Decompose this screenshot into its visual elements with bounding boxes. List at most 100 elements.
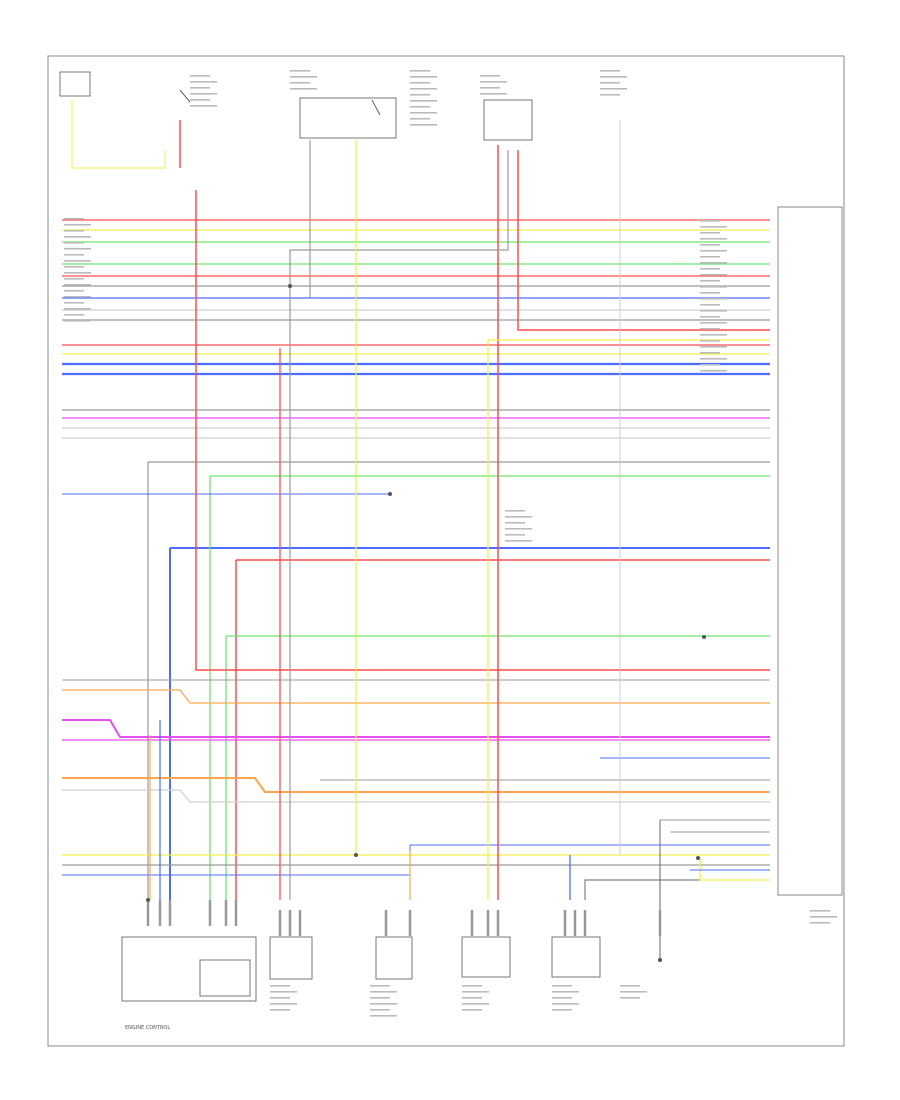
top-relay-box xyxy=(299,97,397,139)
label-mark-ecm-right xyxy=(700,226,727,228)
label-mark-ecm-right xyxy=(700,340,720,342)
switch-stroke xyxy=(179,89,191,103)
label-mark-middle xyxy=(505,510,525,512)
label-mark-left xyxy=(64,236,91,238)
label-mark-middle xyxy=(505,516,532,518)
label-mark-left xyxy=(64,224,91,226)
splice-dot-1 xyxy=(388,492,392,496)
label-mark-bottom-3 xyxy=(370,985,390,987)
label-mark-bottom-6 xyxy=(620,991,647,993)
label-mark-top-relay xyxy=(290,76,317,78)
label-mark-left xyxy=(64,290,84,292)
label-mark-left xyxy=(64,248,91,250)
label-mark-left xyxy=(64,266,84,268)
bottom-component-3 xyxy=(375,936,413,980)
label-mark-switch xyxy=(190,75,210,77)
label-mark-top-right xyxy=(600,88,627,90)
label-mark-left xyxy=(64,302,84,304)
label-mark-sensor xyxy=(480,87,500,89)
label-mark-left xyxy=(64,242,84,244)
label-mark-left xyxy=(64,272,91,274)
label-mark-left xyxy=(64,296,91,298)
diagram-frame xyxy=(47,55,845,1047)
label-mark-ecm-right xyxy=(700,262,727,264)
label-mark-sensor xyxy=(480,75,500,77)
label-mark-left xyxy=(64,254,84,256)
label-mark-left xyxy=(64,260,91,262)
label-mark-bottom-2 xyxy=(270,985,290,987)
label-mark-ecm-right xyxy=(700,364,720,366)
wire-top-yellow xyxy=(71,100,166,169)
wire-dark-880 xyxy=(584,879,770,900)
label-mark-ecm-right xyxy=(700,346,727,348)
label-mark-ecm-caption xyxy=(810,922,830,924)
wire-red-330 xyxy=(517,150,770,331)
label-mark-ecm-right xyxy=(700,310,727,312)
label-mark-top-mid xyxy=(410,94,430,96)
label-mark-bottom-2 xyxy=(270,991,297,993)
label-mark-ecm-right xyxy=(700,256,720,258)
label-mark-top-mid xyxy=(410,82,430,84)
bottom-component-1 xyxy=(121,936,257,1002)
label-mark-ecm-right xyxy=(700,232,720,234)
label-mark-bottom-3 xyxy=(370,1009,390,1011)
label-mark-top-mid xyxy=(410,118,430,120)
label-mark-bottom-2 xyxy=(270,997,290,999)
label-mark-left xyxy=(64,218,84,220)
label-mark-top-right xyxy=(600,82,620,84)
label-mark-ecm-right xyxy=(700,250,727,252)
label-mark-ecm-right xyxy=(700,286,727,288)
wire-blue-845 xyxy=(62,844,770,876)
label-mark-top-right xyxy=(600,70,620,72)
splice-dot-0 xyxy=(354,853,358,857)
label-mark-ecm-right xyxy=(700,220,720,222)
label-mark-switch xyxy=(190,81,217,83)
label-mark-bottom-2 xyxy=(270,1003,297,1005)
wire-group xyxy=(62,89,770,960)
label-mark-ecm-right xyxy=(700,328,720,330)
label-mark-ecm-right xyxy=(700,280,720,282)
splice-dot-2 xyxy=(288,284,292,288)
label-mark-top-mid xyxy=(410,88,437,90)
label-mark-bottom-6 xyxy=(620,985,640,987)
label-mark-sensor xyxy=(480,93,507,95)
label-mark-ecm-right xyxy=(700,292,720,294)
label-mark-top-mid xyxy=(410,70,430,72)
label-mark-top-relay xyxy=(290,88,317,90)
wire-violet-737 xyxy=(62,719,770,738)
component-group xyxy=(59,70,837,1017)
wire-light-802 xyxy=(62,789,770,803)
label-mark-top-mid xyxy=(410,106,430,108)
splice-dot-4 xyxy=(702,635,706,639)
bottom-component-label: ENGINE CONTROL xyxy=(125,1025,171,1031)
bottom-component-5 xyxy=(551,936,601,978)
label-mark-left xyxy=(64,320,91,322)
label-mark-ecm-caption xyxy=(810,916,837,918)
bottom-component-4 xyxy=(461,936,511,978)
label-mark-top-mid xyxy=(410,76,437,78)
label-mark-bottom-4 xyxy=(462,985,482,987)
label-mark-top-mid xyxy=(410,112,437,114)
label-mark-ecm-right xyxy=(700,316,720,318)
label-mark-ecm-right xyxy=(700,274,727,276)
label-mark-ecm-right xyxy=(700,268,720,270)
wire-orange-703 xyxy=(62,689,770,704)
label-mark-ecm-right xyxy=(700,298,727,300)
label-mark-left xyxy=(64,284,91,286)
label-mark-bottom-6 xyxy=(620,997,640,999)
bottom-component-1-inner xyxy=(199,959,251,997)
label-mark-ecm-right xyxy=(700,358,727,360)
label-mark-left xyxy=(64,230,84,232)
label-mark-top-mid xyxy=(410,100,437,102)
label-mark-top-mid xyxy=(410,124,437,126)
label-mark-sensor xyxy=(480,81,507,83)
label-mark-switch xyxy=(190,99,210,101)
label-mark-middle xyxy=(505,522,525,524)
label-mark-left xyxy=(64,314,84,316)
label-mark-bottom-5 xyxy=(552,997,572,999)
label-mark-middle xyxy=(505,540,532,542)
label-mark-middle xyxy=(505,534,525,536)
label-mark-bottom-5 xyxy=(552,985,572,987)
